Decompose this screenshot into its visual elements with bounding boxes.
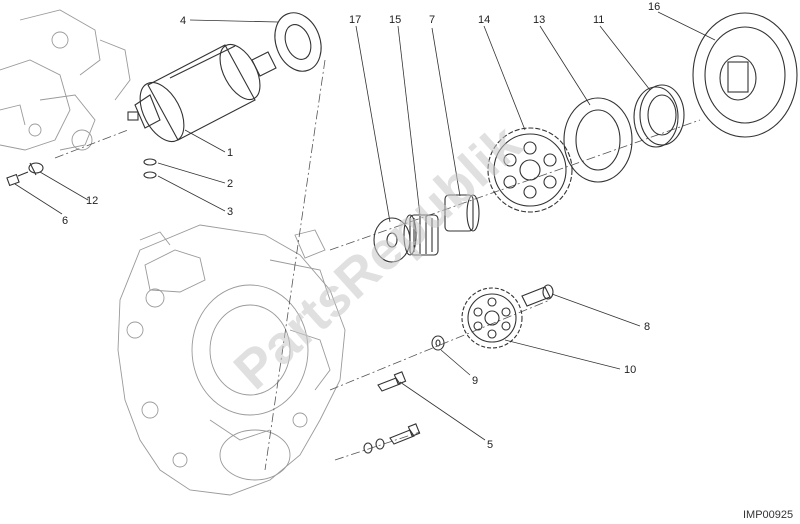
callout-14: 14	[478, 14, 490, 26]
callout-9: 9	[472, 375, 478, 387]
washer-9	[431, 335, 445, 351]
freewheel-11	[633, 84, 685, 148]
idler-gear-14	[487, 127, 573, 213]
leader-lines	[14, 11, 716, 441]
assembly-axes	[54, 59, 701, 471]
callout-16: 16	[648, 1, 660, 13]
callout-5: 5	[487, 439, 493, 451]
callout-17: 17	[349, 14, 361, 26]
callout-3: 3	[227, 206, 233, 218]
callout-7: 7	[429, 14, 435, 26]
drawing-code: IMP00925	[743, 509, 793, 521]
bolt-6	[6, 171, 29, 187]
screws-5	[363, 371, 421, 454]
sprag-ring-13	[563, 97, 633, 183]
callout-15: 15	[389, 14, 401, 26]
callout-13: 13	[533, 14, 545, 26]
callout-8: 8	[644, 321, 650, 333]
spacer-12	[28, 162, 44, 176]
washers-2-3	[143, 158, 157, 179]
callout-6: 6	[62, 215, 68, 227]
callout-12: 12	[86, 195, 98, 207]
callout-2: 2	[227, 178, 233, 190]
callout-4: 4	[180, 15, 186, 27]
flywheel-16	[692, 12, 798, 138]
callout-1: 1	[227, 147, 233, 159]
pin-8	[521, 284, 554, 307]
callout-10: 10	[624, 364, 636, 376]
starter-motor	[127, 43, 277, 143]
o-ring-seal	[274, 12, 322, 72]
gear-10	[461, 287, 523, 349]
callout-11: 11	[593, 14, 604, 26]
bushing-7	[444, 194, 480, 232]
needle-bearing-15	[403, 214, 439, 256]
frame-drawing	[0, 9, 131, 151]
engine-case-drawing	[117, 224, 346, 496]
